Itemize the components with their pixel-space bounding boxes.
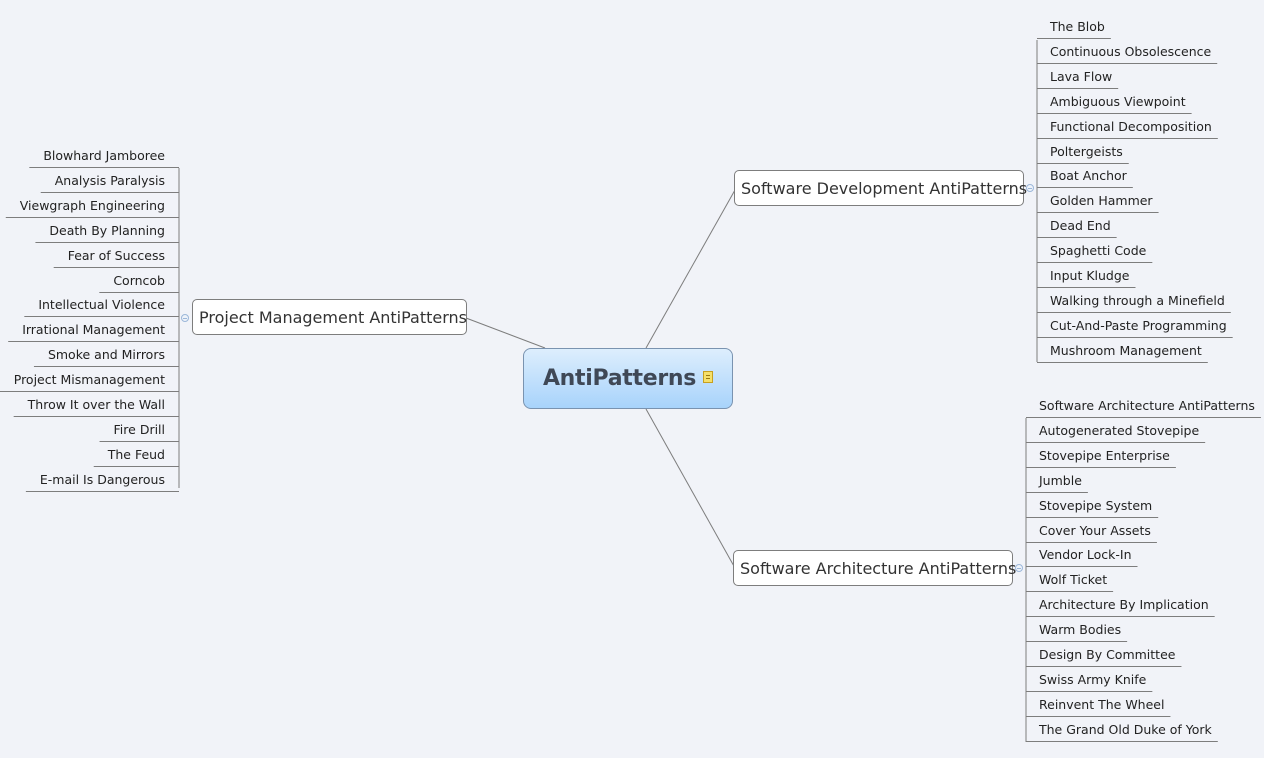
subtopic-item[interactable]: Ambiguous Viewpoint [1050,93,1186,109]
subtopic-item[interactable]: Dead End [1050,218,1111,234]
subtopic-item[interactable]: Warm Bodies [1039,622,1122,638]
subtopic-item[interactable]: Architecture By Implication [1039,597,1209,613]
topic-label: Software Development AntiPatterns [741,178,1028,198]
collapse-toggle-icon[interactable] [1015,564,1023,572]
collapse-toggle-icon[interactable] [181,314,189,322]
subtopic-item[interactable]: Analysis Paralysis [54,172,165,188]
subtopic-item[interactable]: E-mail Is Dangerous [39,471,165,487]
subtopic-item[interactable]: Irrational Management [22,322,165,338]
subtopic-item[interactable]: Mushroom Management [1050,342,1202,358]
topic-software-development[interactable]: Software Development AntiPatterns [734,170,1028,206]
subtopic-item[interactable]: Walking through a Minefield [1050,292,1225,308]
subtopic-item[interactable]: Swiss Army Knife [1039,671,1147,687]
subtopic-item[interactable]: Smoke and Mirrors [47,347,165,363]
subtopic-item[interactable]: Software Architecture AntiPatterns [1039,398,1255,413]
topic-software-architecture[interactable]: Software Architecture AntiPatterns [733,550,1017,586]
subtopic-item[interactable]: The Grand Old Duke of York [1039,721,1212,737]
subtopic-item[interactable]: The Blob [1050,19,1105,34]
subtopic-item[interactable]: Death By Planning [49,222,165,238]
subtopic-item[interactable]: Blowhard Jamboree [43,148,165,163]
topic-label: Software Architecture AntiPatterns [740,558,1017,578]
subtopic-item[interactable]: Golden Hammer [1050,193,1153,209]
topic-label: Project Management AntiPatterns [199,307,468,327]
subtopic-item[interactable]: Viewgraph Engineering [19,197,165,213]
subtopic-item[interactable]: Project Mismanagement [13,372,165,388]
subtopic-item[interactable]: Throw It over the Wall [27,397,165,412]
subtopic-item[interactable]: Autogenerated Stovepipe [1039,422,1200,438]
subtopic-item[interactable]: Jumble [1039,472,1082,488]
collapse-toggle-icon[interactable] [1026,184,1034,192]
subtopic-item[interactable]: Stovepipe Enterprise [1039,447,1170,463]
subtopic-item[interactable]: Vendor Lock-In [1039,547,1132,563]
subtopic-item[interactable]: Intellectual Violence [38,297,165,313]
topic-project-management[interactable]: Project Management AntiPatterns [192,299,467,335]
subtopic-item[interactable]: The Feud [107,446,165,462]
subtopic-item[interactable]: Cut-And-Paste Programming [1050,317,1227,333]
subtopic-item[interactable]: Boat Anchor [1050,168,1127,184]
subtopic-item[interactable]: Design By Committee [1039,647,1176,662]
note-icon[interactable] [703,370,714,383]
subtopic-item[interactable]: Input Kludge [1050,268,1130,283]
subtopic-item[interactable]: Cover Your Assets [1039,522,1151,538]
subtopic-item[interactable]: Fire Drill [113,421,165,437]
subtopic-item[interactable]: Poltergeists [1050,143,1123,159]
subtopic-item[interactable]: Stovepipe System [1039,497,1153,513]
subtopic-item[interactable]: Continuous Obsolescence [1050,43,1212,59]
subtopic-item[interactable]: Lava Flow [1050,68,1113,84]
subtopic-item[interactable]: Corncob [113,272,165,288]
subtopic-item[interactable]: Spaghetti Code [1050,243,1147,259]
subtopic-item[interactable]: Fear of Success [67,247,165,263]
central-topic-label: AntiPatterns [542,366,697,391]
subtopic-item[interactable]: Functional Decomposition [1050,118,1212,134]
subtopic-item[interactable]: Reinvent The Wheel [1039,696,1165,712]
subtopic-item[interactable]: Wolf Ticket [1039,572,1108,588]
central-topic[interactable]: AntiPatterns [523,348,733,409]
